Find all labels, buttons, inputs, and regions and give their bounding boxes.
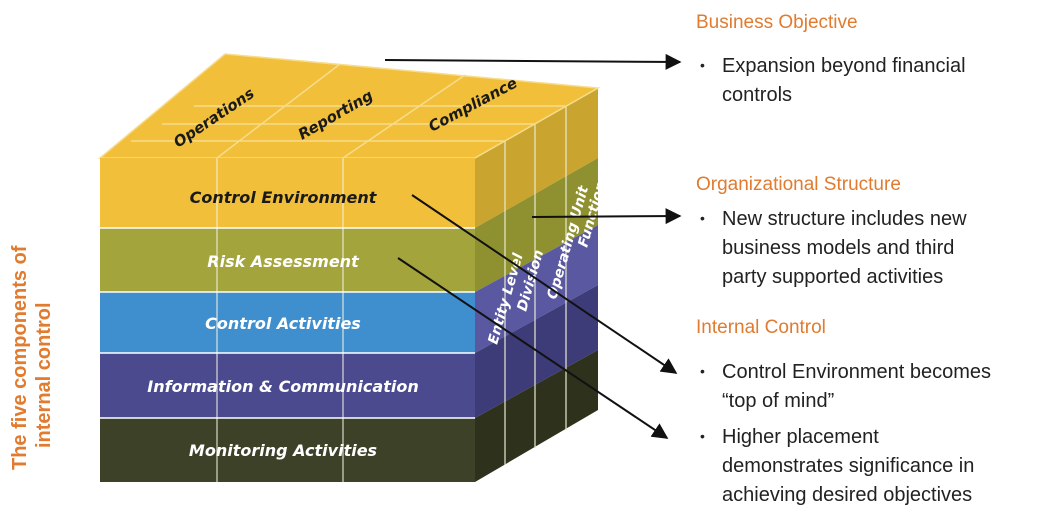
arrow-business-objective: [384, 53, 682, 70]
layer-label-monitoring-activities: Monitoring Activities: [189, 441, 377, 460]
arrows: [384, 53, 682, 439]
layer-control-activities: [100, 292, 475, 353]
layer-label-information-communication: Information & Communication: [147, 377, 418, 396]
arrow-organizational-structure: [531, 208, 682, 225]
business-objective-line-2: controls: [722, 84, 792, 106]
layer-risk-assessment: [100, 228, 475, 292]
layer-information-communication: [100, 353, 475, 418]
cube: Operations Reporting Compliance Control …: [97, 53, 609, 482]
vertical-title-line1: The five components of: [9, 245, 31, 470]
layer-label-control-activities: Control Activities: [205, 314, 361, 333]
internal-control-bullet2-line-1: Higher placement: [722, 426, 879, 448]
layer-control-environment: [100, 158, 475, 228]
bullet-glyph: •: [700, 363, 705, 379]
arrow-risk-assessment: [397, 257, 669, 439]
layer-monitoring-activities: [100, 418, 475, 482]
heading-business-objective: Business Objective: [696, 12, 858, 33]
layer-label-risk-assessment: Risk Assessment: [207, 252, 360, 271]
panel-internal-control: Internal Control • Control Environment b…: [696, 317, 991, 506]
heading-internal-control: Internal Control: [696, 317, 826, 338]
internal-control-bullet1-line-2: “top of mind”: [722, 390, 834, 412]
org-structure-line-3: party supported activities: [722, 266, 943, 288]
vertical-title: The five components of internal control: [9, 245, 55, 470]
layer-label-control-environment: Control Environment: [190, 188, 378, 207]
internal-control-bullet2-line-3: achieving desired objectives: [722, 484, 972, 506]
cube-front: Control Environment Risk Assessment Cont…: [100, 158, 475, 482]
side-layer-monitoring: [475, 350, 598, 482]
internal-control-bullet2-line-2: demonstrates significance in: [722, 455, 974, 477]
org-structure-line-1: New structure includes new: [722, 208, 967, 230]
panel-business-objective: Business Objective • Expansion beyond fi…: [696, 12, 966, 106]
bullet-glyph: •: [700, 57, 705, 73]
org-structure-line-2: business models and third: [722, 237, 954, 259]
cube-top: Operations Reporting Compliance: [97, 53, 601, 159]
arrow-control-environment: [411, 194, 678, 374]
business-objective-line-1: Expansion beyond financial: [722, 55, 966, 77]
side-layer-control-environment: [475, 88, 598, 228]
vertical-title-line2: internal control: [33, 302, 55, 448]
heading-organizational-structure: Organizational Structure: [696, 174, 901, 195]
bullet-glyph: •: [700, 428, 705, 444]
internal-control-bullet1-line-1: Control Environment becomes: [722, 361, 991, 383]
side-layer-control-activities: [475, 225, 598, 353]
bullet-glyph: •: [700, 210, 705, 226]
panel-organizational-structure: Organizational Structure • New structure…: [696, 174, 967, 288]
